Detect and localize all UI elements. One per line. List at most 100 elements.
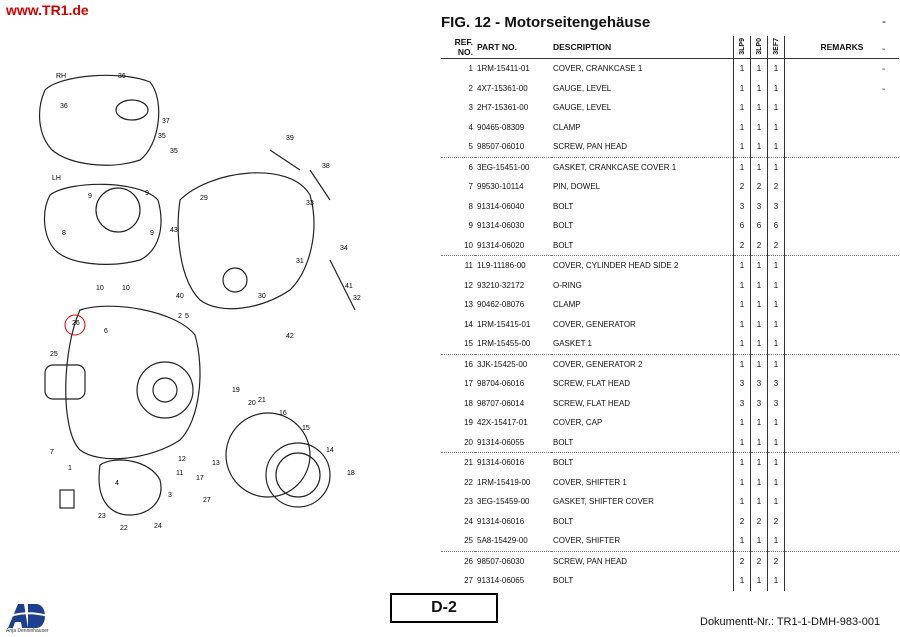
qty-model-1-cell: 1 — [733, 295, 751, 315]
qty-model-1-cell: 2 — [733, 235, 751, 256]
header-model-2: 3LP0 — [750, 36, 768, 59]
logo-caption: Anja Denninhauser — [6, 628, 49, 634]
parts-table: REF. NO. PART NO. DESCRIPTION 3LP9 3LP0 … — [441, 36, 899, 591]
callout-label: 41 — [345, 283, 353, 290]
description-cell: BOLT — [551, 452, 734, 473]
qty-model-3-cell: 3 — [767, 196, 785, 216]
callout-label: 11 — [176, 470, 183, 477]
description-cell: CLAMP — [553, 122, 581, 132]
ref-cell: 17 — [464, 379, 473, 389]
description-cell: COVER, SHIFTER 1 — [553, 477, 627, 487]
qty-model-2-cell: 1 — [750, 571, 768, 591]
qty-model-1-cell: 1 — [733, 255, 751, 276]
part-no-cell: 1RM-15419-00 — [477, 477, 531, 487]
qty-model-3-cell: 2 — [767, 235, 785, 256]
callout-label: 36 — [60, 103, 68, 110]
callout-label: 43 — [170, 227, 178, 234]
qty-model-3-cell: 1 — [767, 413, 785, 433]
part-no-cell: 98704-06016 — [477, 379, 525, 389]
qty-model-3-cell: 1 — [767, 117, 785, 137]
qty-model-2-cell: 2 — [750, 550, 768, 571]
part-no-cell: 91314-06016 — [477, 516, 525, 526]
qty-model-2-cell: 1 — [750, 98, 768, 118]
callout-label: 8 — [62, 230, 66, 237]
qty-model-3-cell: 1 — [767, 98, 785, 118]
callout-label: 42 — [286, 333, 294, 340]
remarks-cell — [784, 58, 899, 79]
remarks-cell — [784, 511, 899, 531]
qty-model-1-cell: 2 — [733, 511, 751, 531]
qty-model-1-cell: 1 — [733, 452, 751, 473]
lh-cover-outline — [44, 183, 162, 265]
qty-model-1-cell: 1 — [733, 472, 751, 492]
callout-label: 12 — [178, 456, 186, 463]
description-cell: BOLT — [553, 240, 574, 250]
qty-model-2-cell: 1 — [750, 353, 768, 374]
description-cell: BOLT — [553, 576, 574, 586]
callout-label: LH — [52, 175, 61, 182]
ref-cell: 18 — [464, 398, 473, 408]
callout-label: 35 — [170, 148, 178, 155]
ref-cell: 3 — [468, 103, 473, 113]
site-url[interactable]: www.TR1.de — [6, 2, 89, 18]
description-cell: SCREW, FLAT HEAD — [553, 398, 631, 408]
remarks-cell — [784, 550, 899, 571]
qty-model-2-cell: 1 — [750, 295, 768, 315]
qty-model-3-cell: 1 — [767, 78, 785, 98]
part-no-cell: 3JK-15425-00 — [475, 353, 551, 374]
highlight-circle — [64, 314, 86, 336]
qty-model-3-cell: 1 — [767, 255, 785, 276]
part-no-cell: 42X-15417-01 — [477, 418, 528, 428]
part-no-cell: 98507-06010 — [477, 142, 525, 152]
part-no-cell: 5A8-15429-00 — [477, 536, 528, 546]
description-cell: GAUGE, LEVEL — [553, 83, 612, 93]
callout-label: 4 — [115, 480, 119, 487]
qty-model-2-cell: 1 — [750, 413, 768, 433]
callout-label: 34 — [340, 245, 348, 252]
part-no-cell: 3EG-15451-00 — [475, 156, 551, 177]
qty-model-2-cell: 3 — [750, 374, 768, 394]
ref-cell: 21 — [441, 452, 475, 473]
callout-label: 38 — [322, 163, 330, 170]
qty-model-3-cell: 1 — [767, 492, 785, 512]
qty-model-3-cell: 1 — [767, 531, 785, 551]
ref-cell: 27 — [464, 576, 473, 586]
qty-model-2-cell: 1 — [750, 275, 768, 295]
description-cell: GASKET, CRANKCASE COVER 1 — [551, 156, 734, 177]
qty-model-2-cell: 1 — [750, 255, 768, 276]
qty-model-1-cell: 1 — [733, 353, 751, 374]
callout-label: 2 — [178, 313, 182, 320]
ref-cell: 11 — [441, 255, 475, 276]
qty-model-3-cell: 1 — [767, 452, 785, 473]
remarks-cell — [784, 314, 899, 334]
remarks-cell — [784, 98, 899, 118]
description-cell: COVER, GENERATOR — [553, 319, 636, 329]
qty-model-1-cell: 1 — [733, 432, 751, 453]
qty-model-1-cell: 1 — [733, 413, 751, 433]
remarks-cell — [784, 235, 899, 256]
callout-label: 9 — [150, 230, 154, 237]
part-no-cell: 98707-06014 — [477, 398, 525, 408]
qty-model-2-cell: 1 — [750, 492, 768, 512]
qty-model-1-cell: 1 — [733, 137, 751, 157]
callout-label: 19 — [232, 387, 240, 394]
generator-cover-main — [65, 305, 201, 460]
rh-badge — [115, 99, 149, 121]
generator-cover-14 — [275, 452, 321, 498]
callout-label: 26 — [72, 320, 80, 327]
qty-model-2-cell: 1 — [750, 137, 768, 157]
part-no-cell: 91314-06030 — [477, 221, 525, 231]
qty-model-3-cell: 2 — [767, 177, 785, 197]
part-no-cell: 1RM-15415-01 — [477, 319, 531, 329]
qty-model-1-cell: 6 — [733, 216, 751, 236]
ref-cell: 6 — [441, 156, 475, 177]
callout-label: 27 — [203, 497, 211, 504]
